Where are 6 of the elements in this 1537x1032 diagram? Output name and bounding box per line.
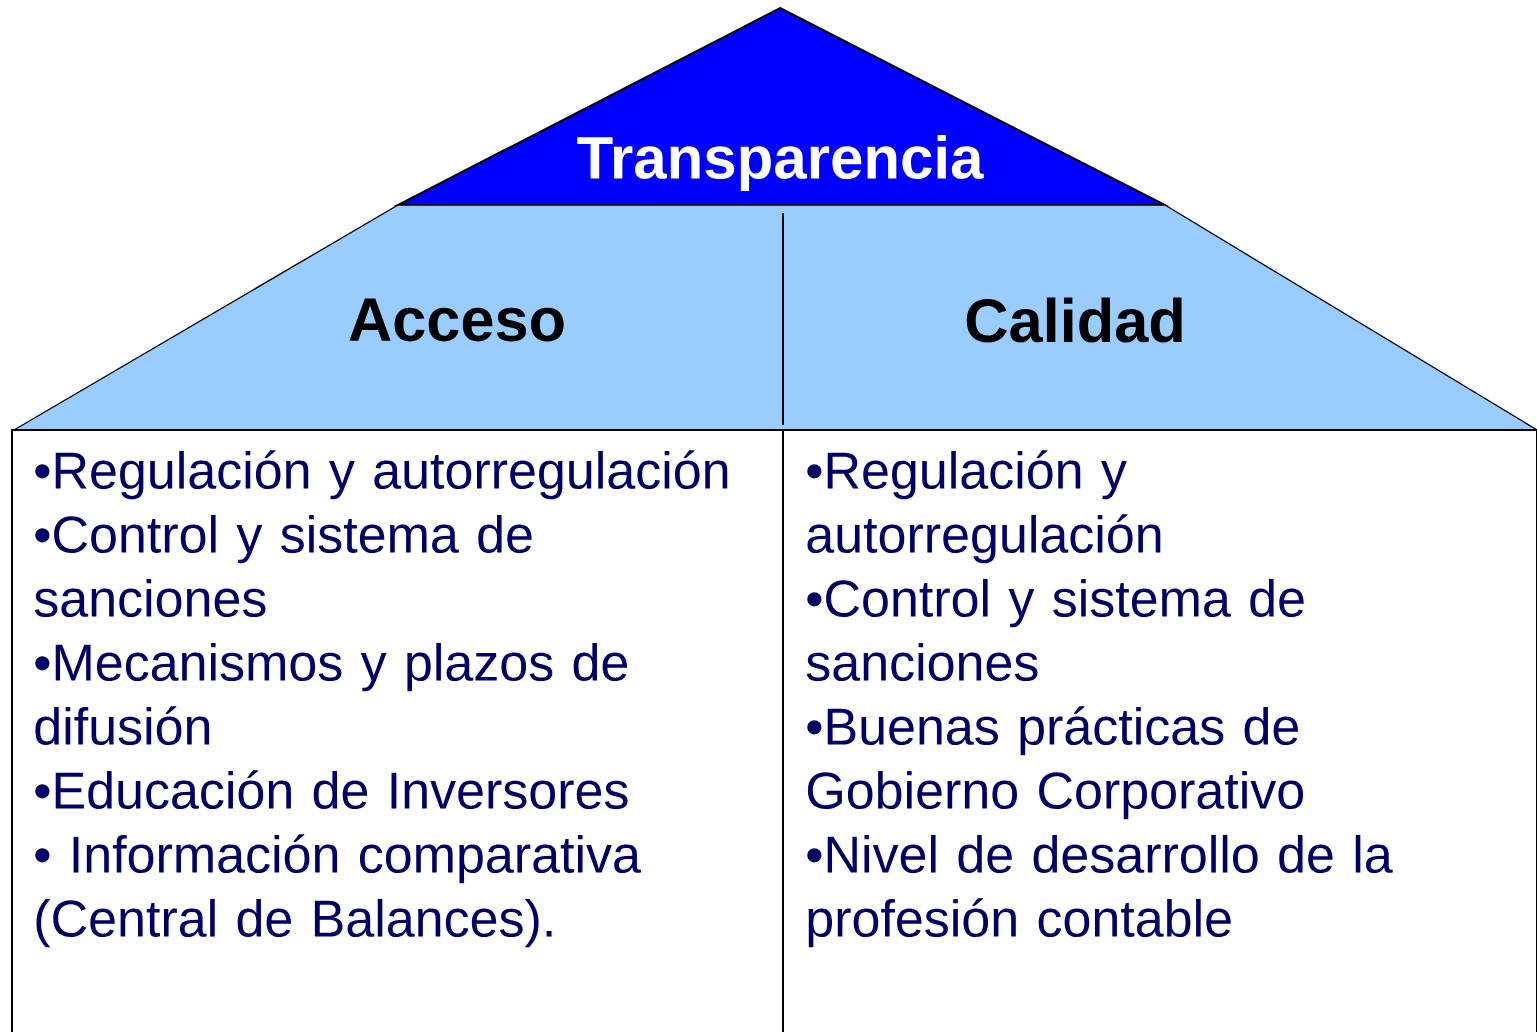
node-label: Calidad <box>966 297 1182 343</box>
node-label: Acceso <box>349 298 564 342</box>
roof-band: Acceso <box>13 204 783 431</box>
column-box: •Regulación y autorregulación •Control y sistema de sanciones •Mecanismos y plazos de difusión •Educación de Inversores • Información comparativa (Central de Balances). <box>11 429 784 1032</box>
roof-band: Calidad <box>783 204 1537 431</box>
column-box: •Regulación y autorregulación •Control y sistema de sanciones •Buenas prácticas de Gobierno Corporativo •Nivel de desarrollo de la profesión contable <box>782 429 1537 1032</box>
